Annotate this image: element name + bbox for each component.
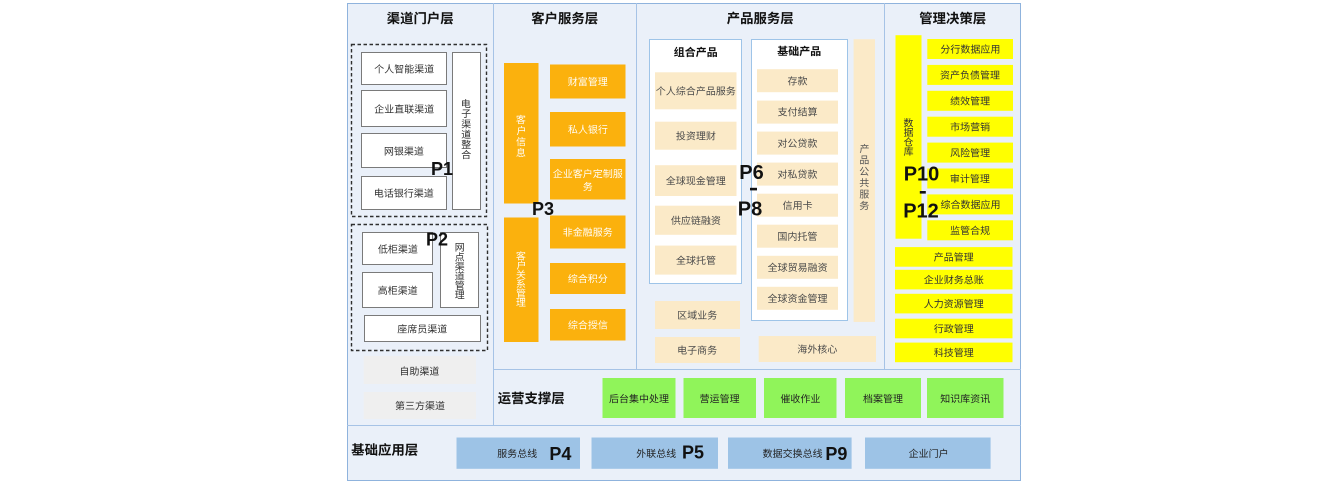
svg-text:P2: P2 [426,230,448,250]
svg-text:P6: P6 [739,162,763,184]
svg-text:P10: P10 [904,164,940,186]
svg-text:P9: P9 [825,444,847,464]
svg-text:P8: P8 [738,198,762,220]
svg-text:P5: P5 [682,443,704,463]
svg-text:P3: P3 [532,199,554,219]
svg-text:P4: P4 [549,444,571,464]
svg-text:P1: P1 [431,159,453,179]
svg-text:P12: P12 [903,201,939,223]
